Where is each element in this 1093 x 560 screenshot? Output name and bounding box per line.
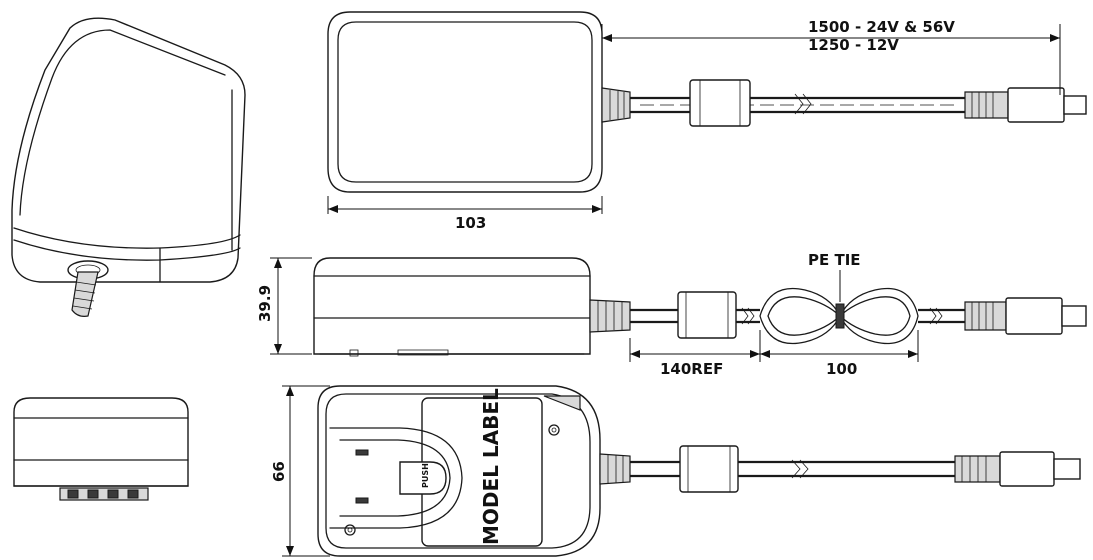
ferrite-offset-label: 140REF: [660, 360, 723, 378]
model-label-text: MODEL LABEL: [479, 388, 503, 545]
front-view: [313, 257, 1087, 357]
top-view: [327, 11, 1087, 193]
body-width-label: 103: [455, 214, 486, 232]
isometric-view: [11, 17, 246, 317]
body-depth-dimension: [282, 385, 330, 557]
end-view: [13, 397, 189, 501]
body-height-label: 39.9: [256, 285, 274, 322]
ferrite-offset-dimension: [629, 330, 919, 362]
body-height-dimension: [270, 257, 312, 355]
body-depth-label: 66: [270, 461, 288, 482]
bottom-view: MODEL LABEL PUSH: [317, 385, 1081, 557]
cable-length-dimension: [601, 24, 1061, 95]
tie-length-dimension: [760, 350, 918, 358]
cable-length-12v-label: 1250 - 12V: [808, 36, 899, 54]
push-label: PUSH: [421, 463, 430, 488]
tie-length-label: 100: [826, 360, 857, 378]
pe-tie-callout: PE TIE: [808, 251, 861, 269]
cable-length-24v-56v-label: 1500 - 24V & 56V: [808, 18, 955, 36]
body-width-dimension: [327, 196, 603, 214]
